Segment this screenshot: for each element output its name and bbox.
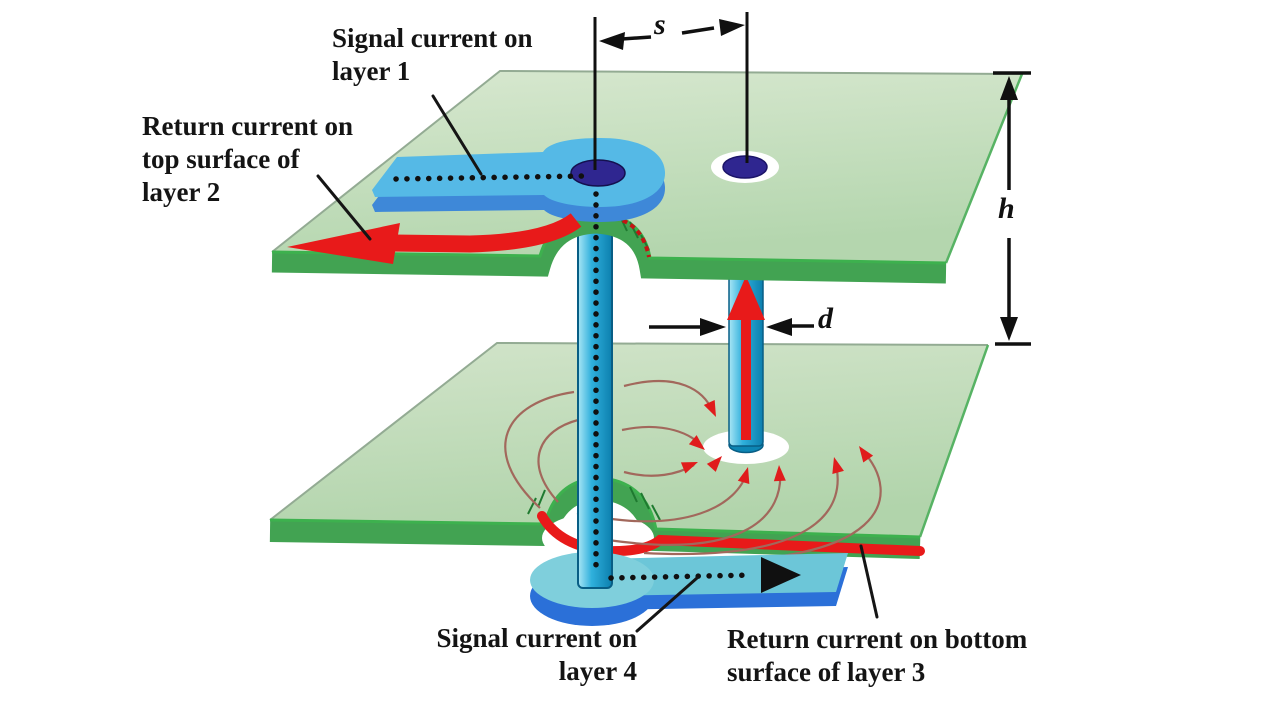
bottom-plane-surface (270, 343, 988, 537)
pointer-return-layer2 (316, 174, 372, 241)
label-return-current-layer2: Return current on top surface of layer 2 (142, 110, 353, 209)
return-current-up-arrow-shaft (741, 314, 751, 440)
field-line-arrowheads (680, 399, 874, 485)
bottom-plane-outline (269, 341, 989, 521)
label-line: Return current on (142, 111, 353, 141)
dimension-label-s: s (654, 8, 666, 41)
return-arrow-shaft (392, 213, 582, 253)
signal-dots-layer4 (608, 572, 755, 581)
label-line: Signal current on (332, 23, 533, 53)
s-arrowhead-left (599, 32, 625, 50)
pointer-signal-layer4 (635, 576, 699, 633)
label-signal-current-layer4: Signal current on layer 4 (415, 622, 637, 688)
signal-current-dotted-path (393, 173, 755, 581)
return-via (727, 265, 765, 454)
h-arrowhead-up (1000, 76, 1018, 100)
d-arrowhead-left (700, 318, 726, 336)
top-trace-layer1 (372, 138, 666, 222)
signal-dots-layer1 (393, 173, 587, 182)
dimension-h (993, 71, 1031, 346)
dimension-label-d: d (818, 302, 833, 335)
pointer-lines (316, 94, 879, 633)
label-line: layer 1 (332, 56, 411, 86)
label-line: Return current on bottom (727, 624, 1028, 654)
signal-direction-arrowhead (761, 557, 801, 593)
pointer-signal-layer1 (431, 94, 483, 176)
return-current-up-arrowhead (727, 276, 765, 320)
dimension-s (593, 12, 749, 170)
bottom-plane-right-edge (918, 344, 990, 538)
h-arrowhead-down (1000, 317, 1018, 341)
label-line: top surface of (142, 144, 300, 174)
label-line: surface of layer 3 (727, 657, 926, 687)
return-via-hole (722, 155, 768, 179)
top-trace-top (372, 138, 666, 207)
d-arrowhead-right (766, 318, 792, 336)
pointer-return-layer3 (859, 544, 879, 619)
label-line: layer 4 (558, 656, 637, 686)
s-arrowhead-right (719, 19, 745, 36)
signal-via-pad-hole (570, 159, 626, 187)
top-plane-edge-face (271, 212, 947, 284)
label-return-current-layer3: Return current on bottom surface of laye… (727, 623, 1027, 689)
label-line: layer 2 (142, 177, 221, 207)
top-plane-outline (271, 69, 1023, 253)
label-signal-current-layer1: Signal current on layer 1 (332, 22, 533, 88)
bottom-notch-hatch (527, 486, 661, 521)
label-line: Signal current on (436, 623, 637, 653)
return-current-arrow-layer2 (287, 213, 582, 264)
dimension-label-h: h (998, 192, 1015, 225)
dimension-d (649, 318, 814, 336)
return-arrowhead-left (287, 223, 400, 264)
